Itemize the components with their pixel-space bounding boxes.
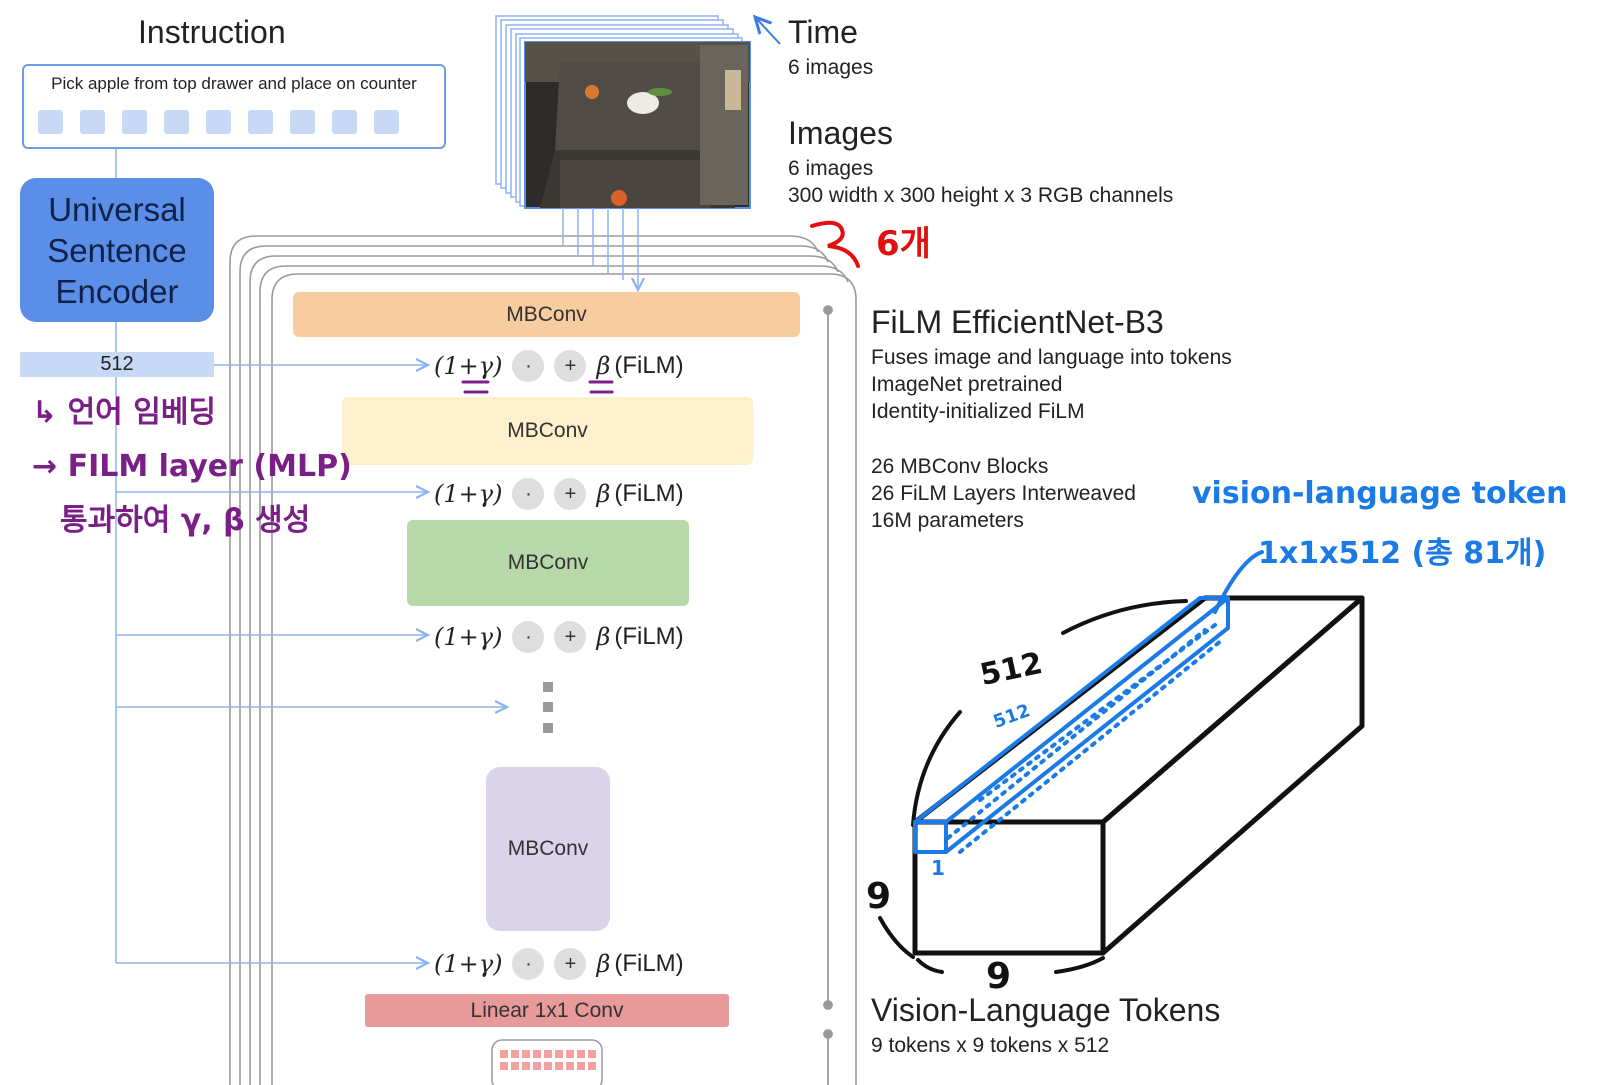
film-net-desc: ImageNet pretrained [871, 373, 1063, 396]
robot-camera-image [524, 41, 751, 209]
film-net-desc: Identity-initialized FiLM [871, 400, 1085, 423]
film-layer-3: (1+γ) · + β(FiLM) [434, 620, 684, 654]
images-detail: 6 images [788, 157, 874, 180]
cube-width-label: 9 [986, 956, 1012, 997]
blue-annotation-title: vision-language token [1192, 476, 1568, 511]
film-layer-2: (1+γ) · + β(FiLM) [434, 477, 684, 511]
cube-height-label: 9 [866, 876, 892, 917]
instruction-token [374, 110, 399, 134]
film-net-desc: Fuses image and language into tokens [871, 346, 1232, 369]
mbconv-block-4: MBConv [486, 767, 610, 931]
encoder-label-line: Sentence [47, 231, 187, 269]
nested-network-frames [229, 235, 857, 1085]
token-cube-sketch [912, 595, 1365, 956]
mbconv-block-3: MBConv [407, 520, 689, 606]
add-op: + [554, 948, 587, 980]
multiply-op: · [512, 948, 545, 980]
instruction-text: Pick apple from top drawer and place on … [51, 74, 417, 93]
multiply-op: · [512, 478, 545, 510]
blue-dotted-bar [946, 623, 1224, 854]
more-blocks-ellipsis [543, 682, 553, 733]
film-beta-term: β [596, 352, 611, 380]
token-grid-partial [491, 1039, 603, 1085]
instruction-token [290, 110, 315, 134]
blue-token-bar [913, 550, 1264, 854]
film-beta-term: β [596, 480, 611, 508]
image-feed-lines [562, 208, 638, 290]
time-arrow [755, 17, 781, 45]
purple-underlines [461, 380, 614, 394]
encoder-label-line: Universal [48, 190, 186, 228]
residual-line [823, 305, 833, 1085]
purple-note-line: → FILM layer (MLP) [32, 449, 352, 484]
sentence-encoder-block: Universal Sentence Encoder [20, 178, 214, 322]
output-title: Vision-Language Tokens [871, 992, 1221, 1028]
embedding-512: 512 [20, 352, 214, 377]
embedding-feed-lines [115, 365, 507, 963]
instruction-heading: Instruction [138, 14, 286, 50]
add-op: + [554, 478, 587, 510]
film-gamma-term: (1+γ) [434, 623, 503, 651]
time-detail: 6 images [788, 56, 874, 79]
cube-dimension-arcs [878, 599, 1188, 974]
film-tag: (FiLM) [614, 623, 684, 650]
images-title: Images [788, 115, 893, 151]
instruction-token [164, 110, 189, 134]
film-tag: (FiLM) [614, 480, 684, 507]
purple-note-line: 통과하여 γ, β 생성 [60, 503, 311, 538]
add-op: + [554, 350, 587, 382]
film-gamma-term: (1+γ) [434, 950, 503, 978]
film-tag: (FiLM) [614, 352, 684, 379]
multiply-op: · [512, 621, 545, 653]
encoder-label-line: Encoder [55, 272, 179, 310]
instruction-token [248, 110, 273, 134]
bar-unit-label: 1 [931, 856, 945, 880]
instruction-token [206, 110, 231, 134]
instruction-token [122, 110, 147, 134]
film-tag: (FiLM) [614, 950, 684, 977]
output-detail: 9 tokens x 9 tokens x 512 [871, 1034, 1110, 1057]
film-gamma-term: (1+γ) [434, 352, 503, 380]
instruction-token [80, 110, 105, 134]
film-layer-1: (1+γ) · + β(FiLM) [434, 349, 684, 383]
images-dimensions: 300 width x 300 height x 3 RGB channels [788, 184, 1174, 207]
multiply-op: · [512, 350, 545, 382]
red-brace [810, 220, 860, 268]
film-net-stat: 16M parameters [871, 509, 1024, 532]
purple-annotation: ↳ 언어 임베딩 → FILM layer (MLP) 통과하여 γ, β 생성 [32, 386, 352, 548]
film-net-stat: 26 MBConv Blocks [871, 455, 1049, 478]
film-net-stat: 26 FiLM Layers Interweaved [871, 482, 1136, 505]
instruction-box: Pick apple from top drawer and place on … [22, 64, 446, 149]
blue-annotation-size: 1x1x512 (총 81개) [1258, 536, 1547, 571]
red-annotation: 6개 [876, 224, 931, 264]
mbconv-block-1: MBConv [293, 292, 800, 337]
instruction-token [38, 110, 63, 134]
mbconv-block-2: MBConv [342, 397, 753, 465]
film-net-title: FiLM EfficientNet-B3 [871, 304, 1164, 340]
film-beta-term: β [596, 623, 611, 651]
film-gamma-term: (1+γ) [434, 480, 503, 508]
instruction-token [332, 110, 357, 134]
time-title: Time [788, 14, 858, 50]
film-beta-term: β [596, 950, 611, 978]
film-layer-4: (1+γ) · + β(FiLM) [434, 947, 684, 981]
linear-conv-block: Linear 1x1 Conv [365, 994, 729, 1027]
purple-note-line: ↳ 언어 임베딩 [32, 395, 217, 430]
add-op: + [554, 621, 587, 653]
